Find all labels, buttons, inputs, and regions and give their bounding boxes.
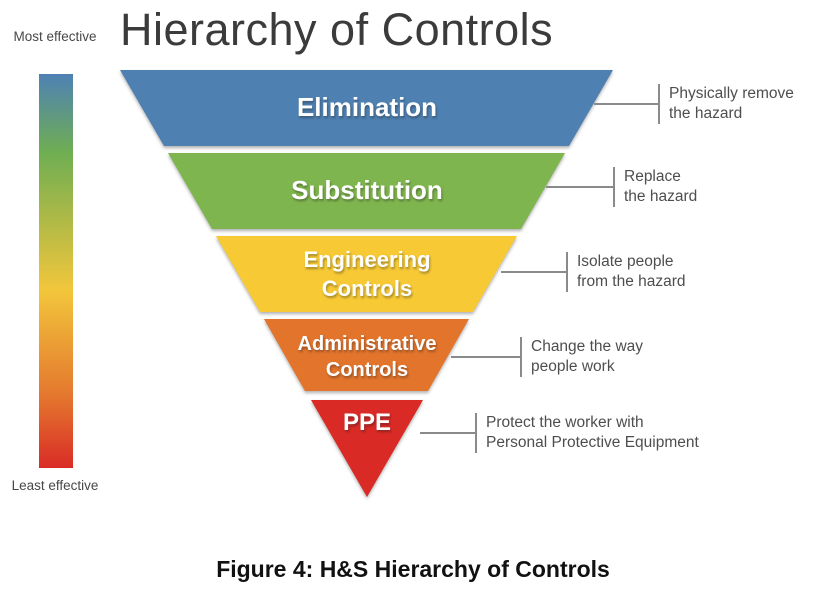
- level-label-engineering-controls: Engineering Controls: [303, 247, 431, 301]
- callout-substitution: Replace the hazard: [546, 166, 697, 208]
- callout-elimination: Physically remove the hazard: [594, 83, 794, 125]
- pyramid-level-engineering-controls: [216, 236, 517, 312]
- pyramid-level-substitution: [168, 153, 565, 229]
- callout-engineering-controls: Isolate people from the hazard: [501, 251, 686, 293]
- callout-tick-line: [566, 252, 568, 292]
- callout-connector-line: [420, 432, 475, 434]
- callout-connector-line: [546, 186, 613, 188]
- callout-connector-line: [501, 271, 566, 273]
- level-label-elimination: Elimination: [296, 92, 438, 122]
- figure-caption: Figure 4: H&S Hierarchy of Controls: [216, 556, 610, 582]
- page-title: Hierarchy of Controls: [120, 4, 554, 55]
- level-label-administrative-controls: Administrative Controls: [297, 333, 437, 381]
- callout-tick-line: [520, 337, 522, 377]
- pyramid-level-administrative-controls: [264, 319, 469, 391]
- callout-ppe: Protect the worker with Personal Protect…: [420, 412, 699, 454]
- callout-text-administrative-controls: Change the way people work: [531, 337, 644, 376]
- callout-connector-line: [594, 103, 658, 105]
- pyramid-level-elimination: [120, 70, 613, 146]
- least-effective-label: Least effective: [11, 478, 99, 493]
- effectiveness-gradient-bar: [39, 74, 73, 468]
- callout-administrative-controls: Change the way people work: [451, 336, 643, 378]
- callout-text-elimination: Physically remove the hazard: [669, 84, 794, 123]
- callout-tick-line: [613, 167, 615, 207]
- callout-text-substitution: Replace the hazard: [624, 167, 698, 206]
- callout-text-ppe: Protect the worker with Personal Protect…: [486, 413, 699, 452]
- callout-tick-line: [475, 413, 477, 453]
- callout-connector-line: [451, 356, 520, 358]
- pyramid-level-ppe: [311, 400, 423, 497]
- level-label-substitution: Substitution: [291, 175, 443, 205]
- level-label-ppe: PPE: [342, 409, 392, 436]
- most-effective-label: Most effective: [13, 29, 97, 44]
- callout-tick-line: [658, 84, 660, 124]
- callout-text-engineering-controls: Isolate people from the hazard: [577, 252, 686, 291]
